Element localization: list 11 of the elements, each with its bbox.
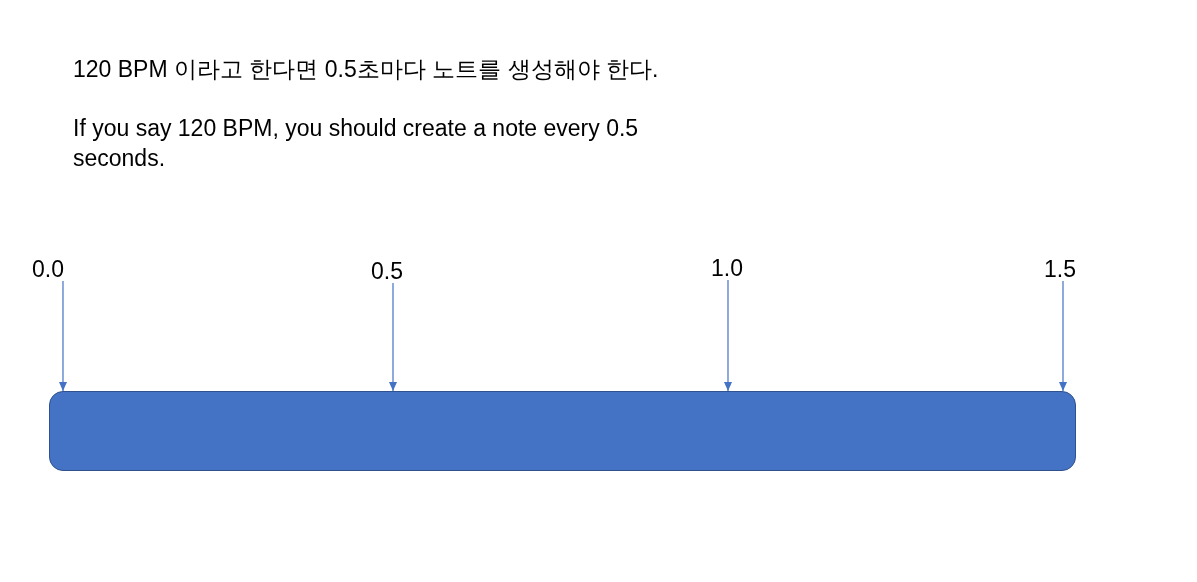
arrow: [724, 279, 732, 392]
arrow: [1059, 280, 1067, 392]
time-label: 0.5: [371, 259, 403, 283]
time-label: 1.5: [1044, 257, 1076, 281]
arrow: [59, 280, 67, 392]
time-label: 0.0: [32, 257, 64, 281]
sentence: If you say 120 BPM, you should create a note every 0.5 seconds.: [73, 114, 640, 173]
arrow: [389, 282, 397, 392]
time-label: 1.0: [711, 256, 743, 280]
timeline-bar: [49, 391, 1076, 471]
sentence: 120 BPM 이라고 한다면 0.5초마다 노트를 생성해야 한다.: [73, 55, 659, 84]
